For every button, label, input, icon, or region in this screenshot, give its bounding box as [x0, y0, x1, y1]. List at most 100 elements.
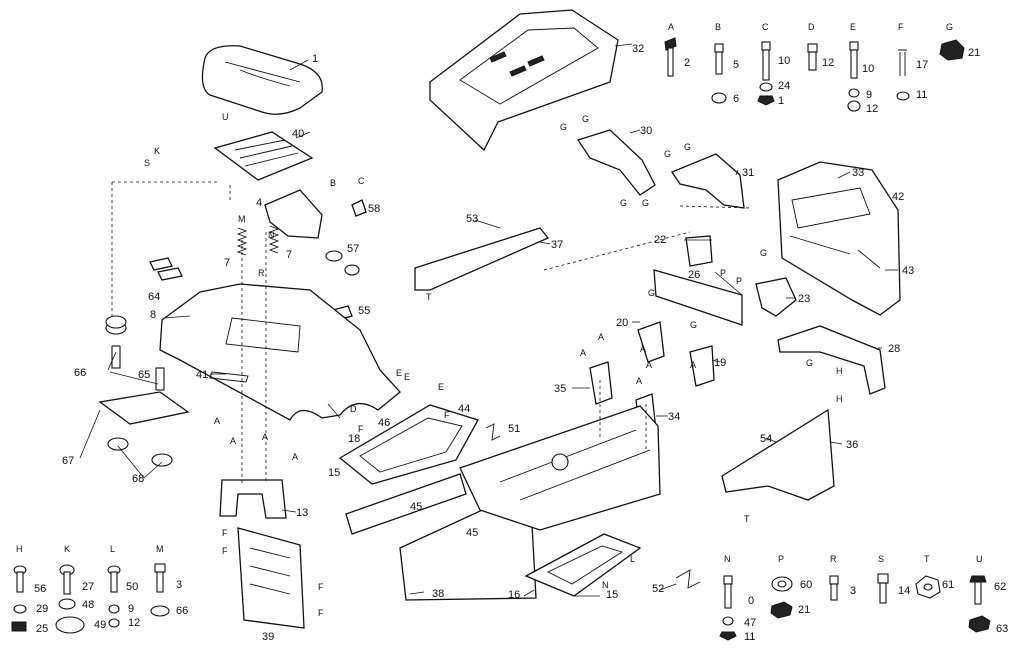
part-shape-31	[671, 153, 745, 209]
callout-label-27: 27	[82, 581, 94, 593]
part-shape-36-54	[721, 408, 835, 501]
hardware-header-B: B	[715, 22, 721, 32]
reference-letter-G: G	[690, 320, 697, 330]
reference-letter-F: F	[358, 424, 364, 434]
reference-letter-H: H	[836, 394, 843, 404]
hardware-header-C: C	[762, 22, 769, 32]
part-shape-16-step	[524, 533, 642, 597]
callout-label-46: 46	[378, 417, 390, 429]
callout-label-10: 10	[778, 55, 790, 67]
part-shape-8-body	[159, 283, 401, 421]
callout-label-47: 47	[744, 617, 756, 629]
hardware-legend-bottom-right	[719, 573, 991, 641]
callout-label-60: 60	[800, 579, 812, 591]
hardware-g-nut-icon	[939, 39, 965, 61]
reference-letter-G: G	[582, 114, 589, 124]
part-shape-51	[485, 423, 501, 441]
callout-label-42: 42	[892, 191, 904, 203]
callout-label-12: 12	[866, 103, 878, 115]
reference-letter-R: R	[258, 268, 265, 278]
callout-label-50: 50	[126, 581, 138, 593]
hardware-header-S: S	[878, 554, 884, 564]
callout-label-17: 17	[916, 59, 928, 71]
callout-label-45: 45	[466, 527, 478, 539]
callout-label-40: 40	[292, 128, 304, 140]
hardware-header-L: L	[110, 544, 115, 554]
callout-label-32: 32	[632, 43, 644, 55]
part-shape-28	[777, 325, 886, 395]
callout-label-11: 11	[916, 89, 927, 101]
hardware-s-bolt-icon	[877, 573, 889, 604]
callout-label-20: 20	[616, 317, 628, 329]
callout-label-66: 66	[176, 605, 188, 617]
reference-letter-N: N	[602, 580, 609, 590]
hardware-l-bolt-icon	[107, 565, 121, 628]
part-shape-58	[351, 199, 367, 217]
reference-letter-G: G	[684, 142, 691, 152]
callout-label-52: 52	[652, 583, 664, 595]
callout-label-1: 1	[778, 95, 784, 107]
reference-letter-C: C	[358, 176, 365, 186]
reference-letter-H: H	[836, 366, 843, 376]
hardware-a-screw-icon	[664, 37, 677, 77]
callout-label-29: 29	[36, 603, 48, 615]
callout-label-13: 13	[296, 507, 308, 519]
callout-label-62: 62	[994, 581, 1006, 593]
callout-label-67: 67	[62, 455, 74, 467]
callout-label-8: 8	[150, 309, 156, 321]
callout-label-45: 45	[410, 501, 422, 513]
reference-letter-F: F	[444, 410, 450, 420]
hardware-header-T: T	[924, 554, 930, 564]
reference-letter-A: A	[230, 436, 236, 446]
reference-letter-G: G	[648, 288, 655, 298]
callout-label-33: 33	[852, 167, 864, 179]
callout-label-61: 61	[942, 579, 954, 591]
reference-letter-M: M	[238, 214, 246, 224]
callout-label-63: 63	[996, 623, 1008, 635]
part-shape-22	[685, 235, 713, 267]
callout-label-10: 10	[862, 63, 874, 75]
reference-letter-A: A	[580, 348, 586, 358]
callout-label-9: 9	[866, 89, 872, 101]
reference-letter-A: A	[262, 432, 268, 442]
part-shape-40-seat-plate	[213, 131, 314, 181]
callout-label-51: 51	[508, 423, 520, 435]
part-shape-57	[325, 250, 360, 276]
reference-letter-P: P	[736, 276, 742, 286]
callout-label-23: 23	[798, 293, 810, 305]
callout-label-7: 7	[286, 249, 292, 261]
reference-letter-A: A	[636, 376, 642, 386]
reference-letter-N: N	[268, 230, 275, 240]
callout-label-9: 9	[128, 603, 134, 615]
callout-label-34: 34	[668, 411, 680, 423]
callout-label-64: 64	[148, 291, 160, 303]
hardware-header-D: D	[808, 22, 815, 32]
hardware-f-pin-icon	[896, 49, 910, 101]
part-shape-32-hood	[429, 9, 619, 152]
hardware-header-U: U	[976, 554, 983, 564]
part-shape-19	[689, 345, 715, 387]
part-shape-4-seat-bracket	[264, 189, 323, 239]
callout-label-11: 11	[744, 631, 755, 643]
callout-label-24: 24	[778, 80, 790, 92]
hardware-header-F: F	[898, 22, 904, 32]
hardware-h-bolt-icon	[11, 565, 27, 632]
assembly-lines	[111, 181, 753, 484]
reference-letter-G: G	[806, 358, 813, 368]
callout-label-3: 3	[176, 579, 182, 591]
hardware-header-K: K	[64, 544, 70, 554]
part-shape-13-bracket	[219, 479, 287, 519]
hardware-b-bolt-icon	[711, 43, 727, 104]
callout-label-25: 25	[36, 623, 48, 635]
reference-letter-G: G	[664, 149, 671, 159]
callout-label-68: 68	[132, 473, 144, 485]
part-shape-20	[637, 321, 665, 363]
hardware-c-bolt-icon	[757, 41, 775, 106]
part-shape-1-seat	[201, 45, 323, 115]
callout-label-15: 15	[606, 589, 618, 601]
callout-label-19: 19	[714, 357, 726, 369]
reference-letter-A: A	[646, 360, 652, 370]
callout-label-49: 49	[94, 619, 106, 631]
